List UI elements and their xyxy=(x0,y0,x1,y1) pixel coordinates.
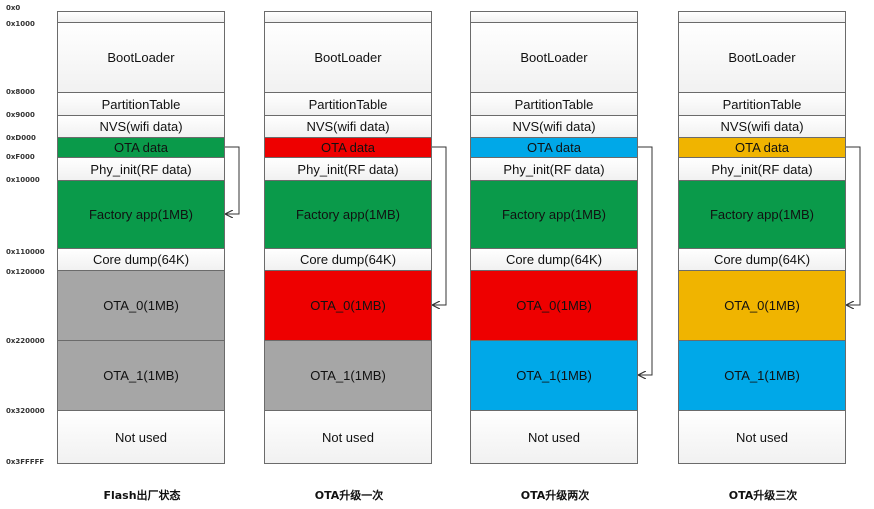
partition-label: Phy_init(RF data) xyxy=(90,161,192,177)
partition-label: Phy_init(RF data) xyxy=(711,161,813,177)
partition-factory: Factory app(1MB) xyxy=(57,180,225,249)
partition-partition-table: PartitionTable xyxy=(264,92,432,116)
partition-core-dump: Core dump(64K) xyxy=(57,248,225,271)
partition-label: Phy_init(RF data) xyxy=(503,161,605,177)
partition-core-dump: Core dump(64K) xyxy=(264,248,432,271)
partition-label: BootLoader xyxy=(314,50,382,65)
partition-label: Core dump(64K) xyxy=(92,252,190,267)
address-label: 0x220000 xyxy=(6,337,45,345)
partition-label: OTA_1(1MB) xyxy=(516,368,592,383)
address-label: 0x10000 xyxy=(6,176,40,184)
partition-bootloader: BootLoader xyxy=(678,22,846,93)
partition-label: PartitionTable xyxy=(514,96,594,112)
partition-bootloader: BootLoader xyxy=(264,22,432,93)
partition-label: NVS(wifi data) xyxy=(99,119,183,134)
partition-factory: Factory app(1MB) xyxy=(678,180,846,249)
partition-label: BootLoader xyxy=(728,50,796,65)
address-label: 0xF000 xyxy=(6,153,35,161)
partition-label: Core dump(64K) xyxy=(299,252,397,267)
address-label: 0x9000 xyxy=(6,111,35,119)
partition-ota-data: OTA data xyxy=(678,137,846,158)
partition-ota-0: OTA_0(1MB) xyxy=(264,270,432,341)
partition-label: OTA_0(1MB) xyxy=(103,298,179,313)
partition-label: Core dump(64K) xyxy=(505,252,603,267)
address-label: 0x110000 xyxy=(6,248,45,256)
partition-label: NVS(wifi data) xyxy=(720,119,804,134)
address-label: 0x1000 xyxy=(6,20,35,28)
partition-label: Not used xyxy=(527,429,581,445)
partition-bootloader: BootLoader xyxy=(470,22,638,93)
partition-factory: Factory app(1MB) xyxy=(264,180,432,249)
address-label: 0x8000 xyxy=(6,88,35,96)
partition-label: Factory app(1MB) xyxy=(709,207,815,222)
partition-label: BootLoader xyxy=(520,50,588,65)
partition-label: Not used xyxy=(321,429,375,445)
partition-label: PartitionTable xyxy=(101,96,181,112)
column-caption: OTA升级两次 xyxy=(520,489,590,502)
address-label: 0x120000 xyxy=(6,268,45,276)
partition-factory: Factory app(1MB) xyxy=(470,180,638,249)
partition-phy-init: Phy_init(RF data) xyxy=(264,157,432,181)
partition-phy-init: Phy_init(RF data) xyxy=(678,157,846,181)
partition-label: Core dump(64K) xyxy=(713,252,811,267)
boot-pointer-arrow xyxy=(432,146,447,305)
partition-label: OTA_1(1MB) xyxy=(103,368,179,383)
partition-label: PartitionTable xyxy=(722,96,802,112)
partition-label: OTA_1(1MB) xyxy=(724,368,800,383)
partition-label: NVS(wifi data) xyxy=(512,119,596,134)
partition-not-used: Not used xyxy=(678,410,846,464)
partition-label: BootLoader xyxy=(107,50,175,65)
partition-ota-0: OTA_0(1MB) xyxy=(470,270,638,341)
partition-partition-table: PartitionTable xyxy=(57,92,225,116)
partition-label: OTA data xyxy=(114,140,168,155)
boot-pointer-arrow xyxy=(846,146,861,305)
partition-label: OTA data xyxy=(735,140,789,155)
partition-label: Phy_init(RF data) xyxy=(297,161,399,177)
partition-ota-1: OTA_1(1MB) xyxy=(264,340,432,411)
column-caption: Flash出厂状态 xyxy=(103,489,181,502)
partition-label: Factory app(1MB) xyxy=(501,207,607,222)
partition-label: NVS(wifi data) xyxy=(306,119,390,134)
boot-pointer-arrow xyxy=(638,146,653,375)
address-label: 0x3FFFFF xyxy=(6,458,45,466)
address-label: 0x320000 xyxy=(6,407,45,415)
partition-bootloader: BootLoader xyxy=(57,22,225,93)
partition-label: OTA data xyxy=(321,140,375,155)
partition-label: OTA_1(1MB) xyxy=(310,368,386,383)
partition-label: Factory app(1MB) xyxy=(88,207,194,222)
partition-label: OTA_0(1MB) xyxy=(724,298,800,313)
partition-ota-1: OTA_1(1MB) xyxy=(678,340,846,411)
partition-phy-init: Phy_init(RF data) xyxy=(57,157,225,181)
partition-label: OTA_0(1MB) xyxy=(310,298,386,313)
partition-not-used: Not used xyxy=(57,410,225,464)
partition-nvs: NVS(wifi data) xyxy=(470,115,638,138)
partition-label: Factory app(1MB) xyxy=(295,207,401,222)
partition-nvs: NVS(wifi data) xyxy=(264,115,432,138)
partition-phy-init: Phy_init(RF data) xyxy=(470,157,638,181)
partition-ota-data: OTA data xyxy=(264,137,432,158)
partition-ota-1: OTA_1(1MB) xyxy=(57,340,225,411)
partition-not-used: Not used xyxy=(264,410,432,464)
boot-pointer-arrow xyxy=(225,146,240,214)
address-label: 0xD000 xyxy=(6,134,36,142)
partition-label: PartitionTable xyxy=(308,96,388,112)
partition-not-used: Not used xyxy=(470,410,638,464)
partition-label: OTA_0(1MB) xyxy=(516,298,592,313)
partition-partition-table: PartitionTable xyxy=(678,92,846,116)
address-label: 0x0 xyxy=(6,4,21,12)
partition-label: OTA data xyxy=(527,140,581,155)
partition-ota-data: OTA data xyxy=(470,137,638,158)
column-caption: OTA升级三次 xyxy=(728,489,798,502)
partition-label: Not used xyxy=(114,429,168,445)
column-caption: OTA升级一次 xyxy=(314,489,384,502)
partition-label: Not used xyxy=(735,429,789,445)
partition-ota-0: OTA_0(1MB) xyxy=(57,270,225,341)
